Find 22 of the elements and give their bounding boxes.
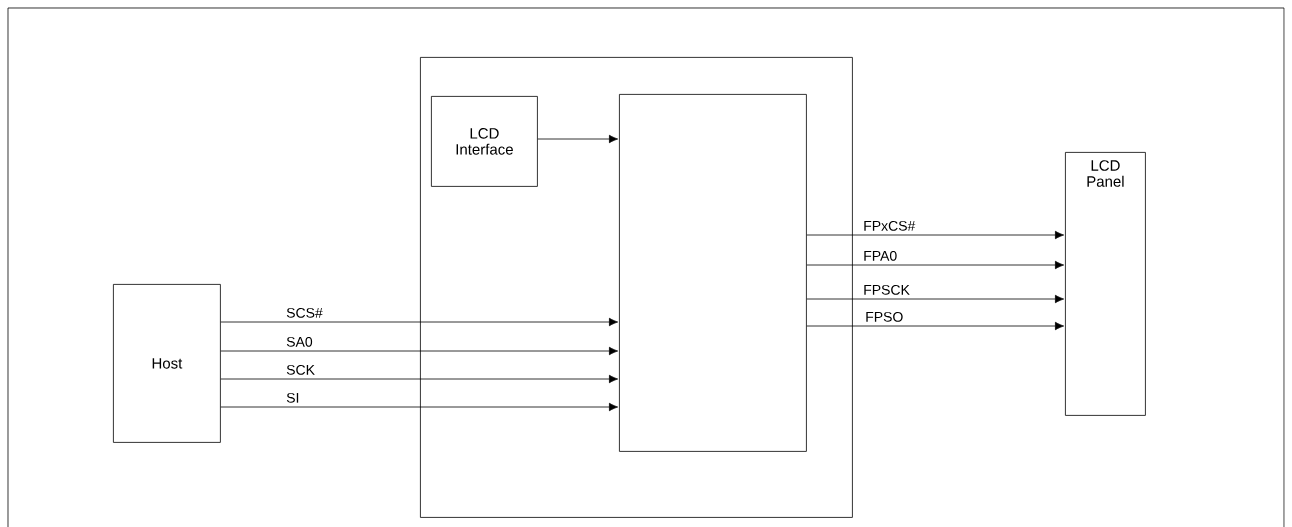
signal-label: FPSO bbox=[864, 310, 905, 323]
host-box: Host bbox=[113, 284, 221, 443]
arrow bbox=[806, 230, 1064, 240]
arrow bbox=[220, 374, 618, 384]
arrow bbox=[537, 134, 618, 144]
arrow bbox=[806, 294, 1064, 304]
arrow bbox=[220, 402, 618, 412]
panel-box: LCD Panel bbox=[1065, 152, 1146, 416]
arrow bbox=[806, 260, 1064, 270]
signal-label: FPA0 bbox=[862, 249, 899, 262]
interface-box: LCD Interface bbox=[431, 96, 538, 187]
signal-label: SA0 bbox=[285, 335, 314, 348]
arrow bbox=[220, 346, 618, 356]
arrow bbox=[220, 317, 618, 327]
arrow bbox=[806, 321, 1064, 331]
signal-label: FPxCS# bbox=[862, 219, 917, 232]
controller-box bbox=[619, 94, 807, 452]
signal-label: SCS# bbox=[285, 306, 324, 319]
signal-label: SCK bbox=[285, 363, 316, 376]
signal-label: SI bbox=[285, 391, 301, 404]
chip-box bbox=[420, 57, 853, 518]
signal-label: FPSCK bbox=[862, 283, 911, 296]
